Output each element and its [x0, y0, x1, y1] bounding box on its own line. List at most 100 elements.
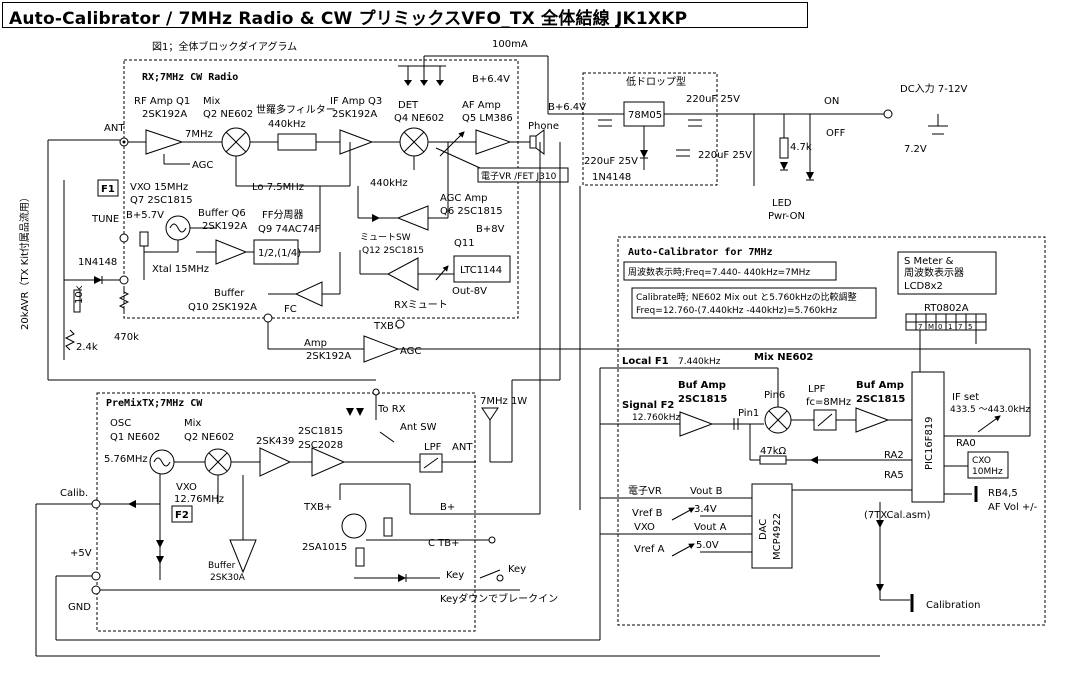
mute-amp-symbol: [386, 257, 419, 291]
gnd-connector: [91, 585, 101, 595]
if-amp-label: IF Amp Q3: [330, 96, 382, 107]
dc-in-connector: [883, 109, 893, 119]
q2028-label: 2SC2028: [298, 440, 343, 451]
tx-bplus-label: B+: [440, 502, 455, 513]
rf-amp-symbol: [145, 129, 184, 155]
vout-a-label: Vout A: [694, 522, 727, 533]
freq576-label: 5.76MHz: [104, 454, 148, 465]
det-label: DET: [398, 100, 419, 111]
dac-box: [751, 483, 793, 569]
if-amp-part: 2SK192A: [332, 109, 377, 120]
driver-amp-symbol: [311, 447, 346, 477]
pin-5: 5: [968, 323, 972, 331]
ff-part: Q9 74AC74F: [258, 224, 321, 235]
buffer-q6-symbol: [215, 239, 248, 265]
lo-label: Lo 7.5MHz: [252, 182, 304, 193]
tx-buffer-label: Buffer: [208, 561, 236, 571]
ltc1144-box: [453, 255, 511, 283]
txb-mid-label: TXB+: [373, 321, 402, 332]
rx-mute-label: RXミュート: [394, 300, 448, 311]
q1815-label: 2SC1815: [298, 426, 343, 437]
v5-connector: [91, 571, 101, 581]
tx-txb-label: TXB+: [303, 502, 332, 513]
ra5-label: RA5: [884, 470, 904, 481]
led-label: LED: [772, 198, 792, 209]
regulator-block-frame: [582, 72, 718, 186]
s-meter-box: [897, 251, 997, 295]
ra0-label: RA0: [956, 438, 976, 449]
q2sk439-label: 2SK439: [256, 436, 294, 447]
cap1-label: 220uF 25V: [686, 94, 740, 105]
amp-label: Amp: [304, 338, 327, 349]
f1-box: [97, 179, 119, 197]
buf2-part: 2SC1815: [856, 394, 905, 405]
rx-agc-label: AGC: [192, 160, 213, 171]
agc-amp-symbol: [396, 205, 429, 231]
tx-osc-part: Q1 NE602: [110, 432, 160, 443]
b57-label: B+5.7V: [126, 210, 164, 221]
if-range-label: 433.5 ～443.0kHz: [950, 405, 1030, 415]
f1-label: F1: [101, 184, 115, 195]
freq-disp-text: 周波数表示時;Freq=7.440- 440kHz=7MHz: [628, 266, 810, 278]
vxo-part: Q7 2SC1815: [130, 195, 193, 206]
agc-amp-part: Q6 2SC1815: [440, 206, 503, 217]
rx-block-frame: [123, 59, 519, 319]
key-label: Key: [446, 570, 464, 581]
q11-label: Q11: [454, 238, 475, 249]
tune-label: TUNE: [91, 214, 119, 225]
rf-amp-label: RF Amp Q1: [134, 96, 190, 107]
regulator-title: 低ドロップ型: [626, 75, 686, 88]
buf1-part: 2SC1815: [678, 394, 727, 405]
autocal-block-title: Auto-Calibrator for 7MHz: [628, 246, 773, 258]
r470k-label: 470k: [114, 332, 139, 343]
ctb-label: C TB+: [428, 538, 460, 549]
buf2-label: Buf Amp: [856, 380, 904, 391]
ant-sw-label: Ant SW: [400, 422, 437, 433]
vref-a-label: Vref A: [634, 544, 665, 555]
buffer-part: Q10 2SK192A: [188, 302, 257, 313]
buffer-q6-part: 2SK192A: [202, 221, 247, 232]
cal-lpf-label: LPF: [808, 384, 826, 395]
vxo-label: VXO 15MHz: [130, 182, 188, 193]
dac-part: MCP4922: [772, 513, 783, 560]
pin-3: 1: [948, 323, 952, 331]
b64-label: B+6.4V: [548, 102, 586, 113]
q2sa-label: 2SA1015: [302, 542, 347, 553]
tx-mix-label: Mix: [184, 418, 201, 429]
cap2-label: 220uF 25V: [584, 156, 638, 167]
cal-line1: Calibrate時; NE602 Mix out と5.760kHzの比較調整: [636, 291, 857, 303]
b64-top-label: B+6.4V: [472, 74, 510, 85]
r47k-cal-label: 47kΩ: [760, 446, 787, 457]
fet-vr-label: 電子VR /FET J310: [481, 171, 557, 182]
rx-block-title: RX;7MHz CW Radio: [142, 71, 238, 83]
figure-caption: 図1；全体ブロックダイアグラム: [152, 40, 297, 53]
agc-amp-label: AGC Amp: [440, 193, 488, 204]
cal-vxo-label: VXO: [634, 522, 655, 533]
tx-block-frame: [96, 392, 476, 632]
calib-label: Calib.: [60, 488, 88, 499]
pwr-on-label: Pwr-ON: [768, 211, 805, 222]
title-box: Auto-Calibrator / 7MHz Radio & CW プリミックス…: [2, 2, 808, 29]
local-label: Local F1: [622, 356, 669, 367]
cxo-label: CXO: [972, 456, 991, 466]
buffer-q6-label: Buffer Q6: [198, 208, 246, 219]
v5-label: +5V: [70, 548, 92, 559]
xtal-label: Xtal 15MHz: [152, 264, 209, 275]
buf-amp1-symbol: [679, 411, 714, 437]
b8v-label: B+8V: [476, 224, 505, 235]
af-amp-part: Q5 LM386: [462, 113, 513, 124]
filter-label: 世羅多フィルター: [256, 103, 336, 116]
tx-buffer-part: 2SK30A: [210, 573, 246, 583]
af-amp-label: AF Amp: [462, 100, 501, 111]
calib-connector: [91, 499, 101, 509]
rf-7mhz-label: 7MHz: [185, 129, 213, 140]
agc-amp2-symbol: [363, 335, 400, 363]
cal-lpf-fc: fc=8MHz: [806, 397, 851, 408]
vref-b-label: Vref B: [632, 508, 663, 519]
tx-vxo-freq: 12.76MHz: [174, 494, 224, 505]
gnd-label: GND: [68, 602, 91, 613]
cal-line2: Freq=12.760-(7.440kHz -440kHz)=5.760kHz: [636, 306, 837, 316]
fc-connector: [263, 313, 273, 323]
buffer-q10-symbol: [294, 281, 323, 307]
out-m8v-label: Out-8V: [452, 286, 487, 297]
